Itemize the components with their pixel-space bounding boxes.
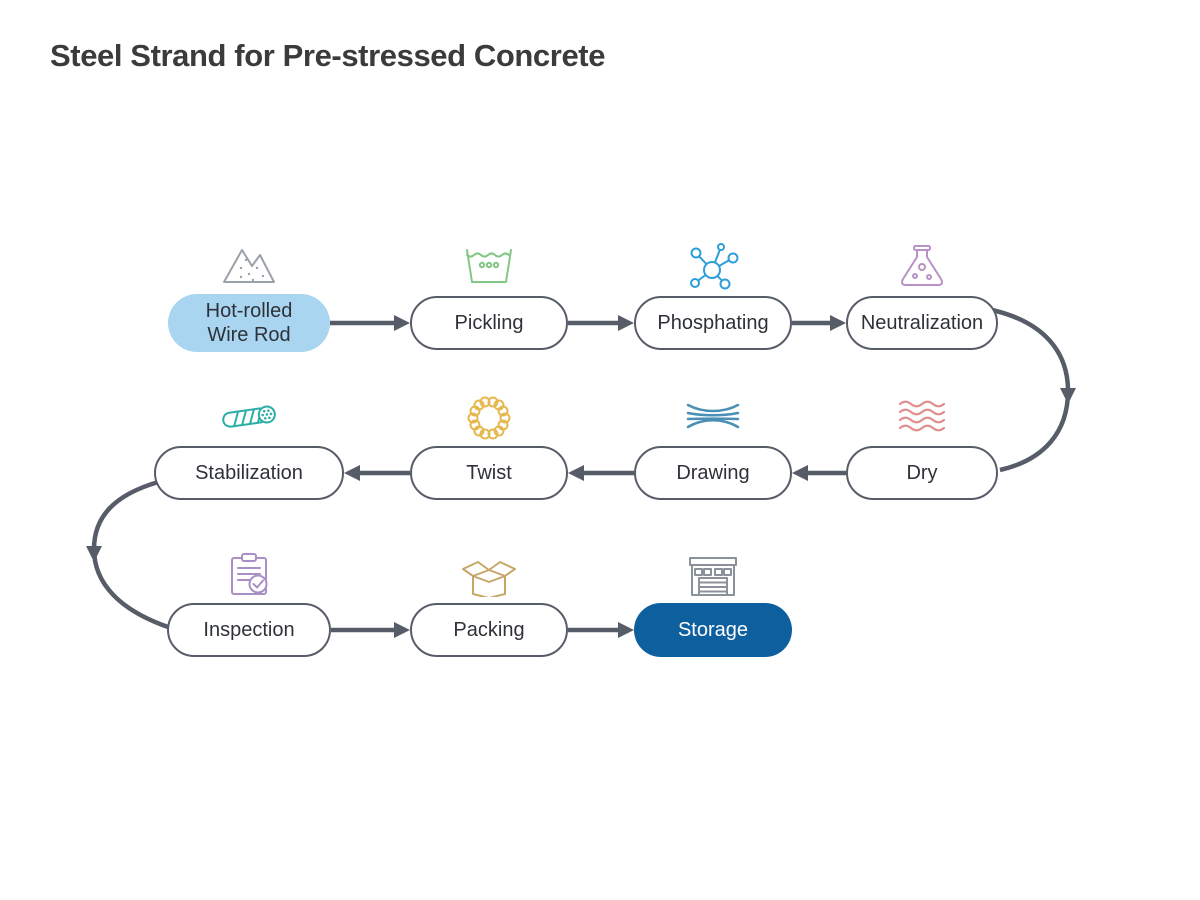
flow-node-pickling: Pickling xyxy=(410,242,568,350)
step-label: Twist xyxy=(466,462,512,484)
arrowhead xyxy=(394,315,410,331)
flow-node-storage: Storage xyxy=(634,549,792,657)
step-pill-dry: Dry xyxy=(846,446,998,500)
arrowhead xyxy=(86,546,102,562)
flow-node-hot-rolled-wire-rod: Hot-rolled Wire Rod xyxy=(168,240,330,352)
step-label: Hot-rolled Wire Rod xyxy=(205,300,293,346)
page-title: Steel Strand for Pre-stressed Concrete xyxy=(50,38,606,73)
step-pill-packing: Packing xyxy=(410,603,568,657)
arrowhead xyxy=(618,315,634,331)
step-label: Packing xyxy=(453,619,525,641)
open-box-icon xyxy=(459,549,519,597)
wire-rod-pile-icon xyxy=(219,240,279,288)
step-label: Pickling xyxy=(454,312,524,334)
step-label: Dry xyxy=(906,462,938,484)
clipboard-check-icon xyxy=(219,549,279,597)
flow-node-inspection: Inspection xyxy=(167,549,331,657)
arrowhead xyxy=(344,465,360,481)
curve-neutralization-to-dry xyxy=(991,307,1071,473)
flow-node-drawing: Drawing xyxy=(634,392,792,500)
step-label: Neutralization xyxy=(860,312,984,334)
flow-node-phosphating: Phosphating xyxy=(634,242,792,350)
arrowhead xyxy=(1060,388,1076,404)
arrowhead xyxy=(568,465,584,481)
arrowhead xyxy=(618,622,634,638)
step-label: Phosphating xyxy=(657,312,769,334)
curve-stabilization-to-inspection xyxy=(91,478,175,632)
step-pill-neutralization: Neutralization xyxy=(846,296,998,350)
step-pill-stabilization: Stabilization xyxy=(154,446,344,500)
wire-drawing-lines-icon xyxy=(683,392,743,440)
step-pill-phosphating: Phosphating xyxy=(634,296,792,350)
flask-icon xyxy=(892,242,952,290)
strand-cable-icon xyxy=(219,392,279,440)
step-pill-drawing: Drawing xyxy=(634,446,792,500)
step-pill-hot-rolled-wire-rod: Hot-rolled Wire Rod xyxy=(168,294,330,352)
step-label: Storage xyxy=(677,619,749,641)
step-pill-pickling: Pickling xyxy=(410,296,568,350)
flow-node-stabilization: Stabilization xyxy=(154,392,344,500)
step-label: Inspection xyxy=(203,619,295,641)
arrowhead xyxy=(830,315,846,331)
flow-node-neutralization: Neutralization xyxy=(846,242,998,350)
flow-node-twist: Twist xyxy=(410,392,568,500)
heat-waves-icon xyxy=(892,392,952,440)
arrowhead xyxy=(792,465,808,481)
step-pill-inspection: Inspection xyxy=(167,603,331,657)
flow-node-dry: Dry xyxy=(846,392,998,500)
molecule-icon xyxy=(683,242,743,290)
warehouse-icon xyxy=(683,549,743,597)
pickling-bath-icon xyxy=(459,242,519,290)
step-pill-twist: Twist xyxy=(410,446,568,500)
arrowhead xyxy=(394,622,410,638)
rope-ring-icon xyxy=(459,392,519,440)
step-label: Stabilization xyxy=(195,462,303,484)
step-label: Drawing xyxy=(676,462,750,484)
flow-node-packing: Packing xyxy=(410,549,568,657)
step-pill-storage: Storage xyxy=(634,603,792,657)
